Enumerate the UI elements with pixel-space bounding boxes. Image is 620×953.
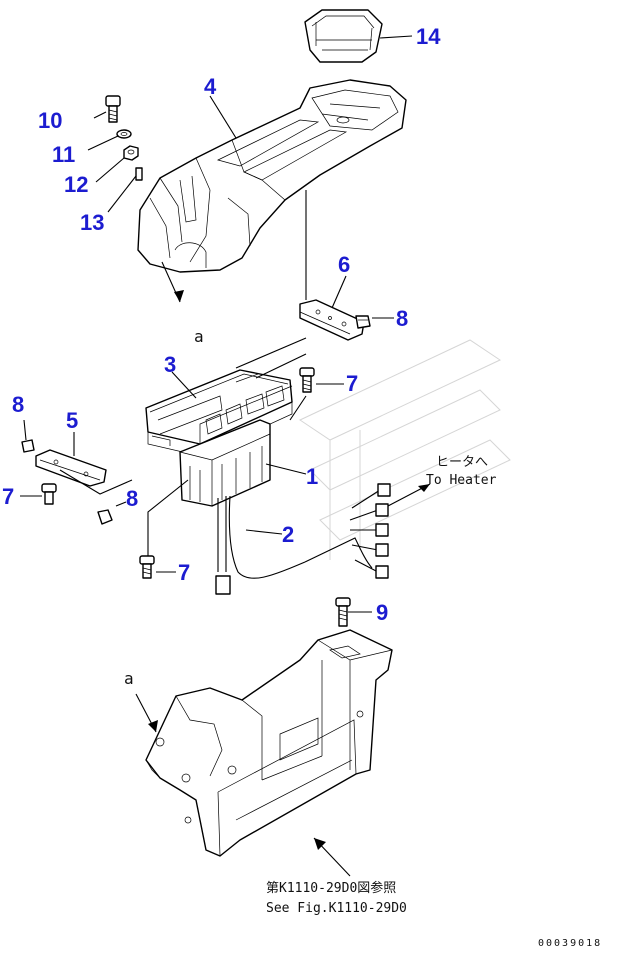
- callout-5: 5: [66, 408, 78, 433]
- base-frame: [145, 629, 393, 857]
- see-fig-jp: 第K1110-29D0図参照: [266, 880, 396, 896]
- callout-8-left: 8: [12, 392, 24, 417]
- callout-9: 9: [376, 600, 388, 625]
- part-10-bolt: [105, 95, 121, 123]
- heater-connectors: [349, 483, 431, 579]
- heater-note-jp: ヒータへ: [436, 455, 488, 470]
- leader-lines: [20, 35, 413, 877]
- callout-10: 10: [38, 108, 62, 133]
- callout-7-lower: 7: [178, 560, 190, 585]
- callout-4: 4: [204, 74, 217, 99]
- callout-13: 13: [80, 210, 104, 235]
- part-6-bracket: [299, 299, 365, 341]
- callouts: 14 4 10 11 12 13 6 8 3 7 8 5 1 7 8 2 7 9: [2, 24, 441, 625]
- callout-6: 6: [338, 252, 350, 277]
- part-8-clip-right: [355, 315, 371, 329]
- part-11-washer: [116, 129, 132, 139]
- callout-14: 14: [416, 24, 441, 49]
- callout-11: 11: [52, 142, 75, 167]
- part-2-harness: [215, 495, 373, 595]
- part-5-bracket: [35, 449, 107, 487]
- part-7-bolt-upper: [299, 367, 315, 393]
- heater-note-en: To Heater: [426, 473, 497, 488]
- part-12-nut: [123, 145, 139, 161]
- part-8-clip-mid: [97, 509, 113, 525]
- callout-2: 2: [282, 522, 294, 547]
- part-14-tray: [304, 9, 383, 63]
- part-8-clip-left: [21, 439, 35, 453]
- callout-8-right: 8: [396, 306, 408, 331]
- callout-3: 3: [164, 352, 176, 377]
- callout-1: 1: [306, 464, 318, 489]
- part-9-bolt: [335, 597, 351, 627]
- callout-7-upper: 7: [346, 371, 358, 396]
- part-7-bolt-lower: [139, 555, 155, 579]
- ref-mark-a-top: a: [194, 327, 204, 346]
- part-7-bolt-left: [41, 483, 57, 505]
- callout-7-left: 7: [2, 484, 14, 509]
- part-4-console-cover: [137, 79, 407, 273]
- part-13-pin: [135, 167, 143, 181]
- callout-12: 12: [64, 172, 88, 197]
- callout-8-mid: 8: [126, 486, 138, 511]
- drawing-code: 00039018: [538, 938, 602, 949]
- watermark-logo: [298, 339, 511, 560]
- part-1-module: [179, 419, 271, 507]
- see-fig-en: See Fig.K1110-29D0: [266, 901, 407, 916]
- ref-mark-a-bottom: a: [124, 669, 134, 688]
